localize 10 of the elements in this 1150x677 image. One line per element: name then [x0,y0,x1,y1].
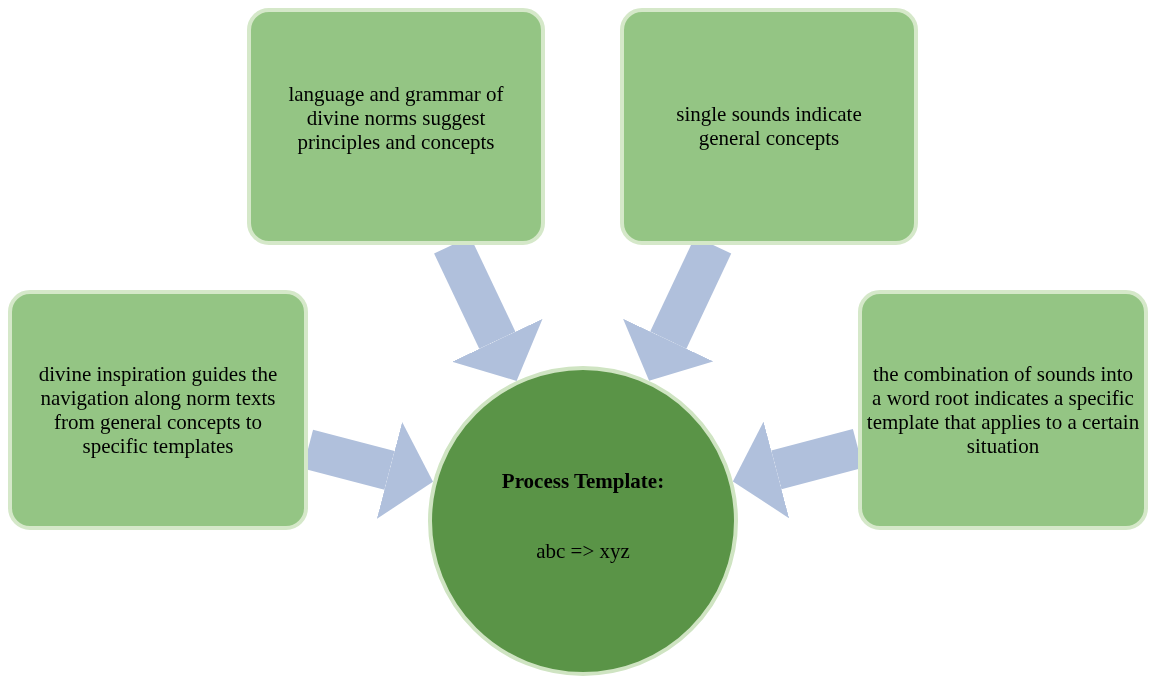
box-text: the combination of sounds into a word root indicates a specific template that applies to a certain situation [866,362,1140,458]
box-text: language and grammar of divine norms suggest principles and concepts [287,82,505,154]
process-box [620,8,918,245]
circle-heading: Process Template: [501,467,665,494]
process-box [8,290,308,530]
box-text: single sounds indicate general concepts [675,102,863,150]
box-text: divine inspiration guides the navigation along norm texts from general concepts to specific templates [37,362,279,458]
process-box [247,8,545,245]
circle-text: abc => xyz [536,538,630,565]
process-box [858,290,1148,530]
